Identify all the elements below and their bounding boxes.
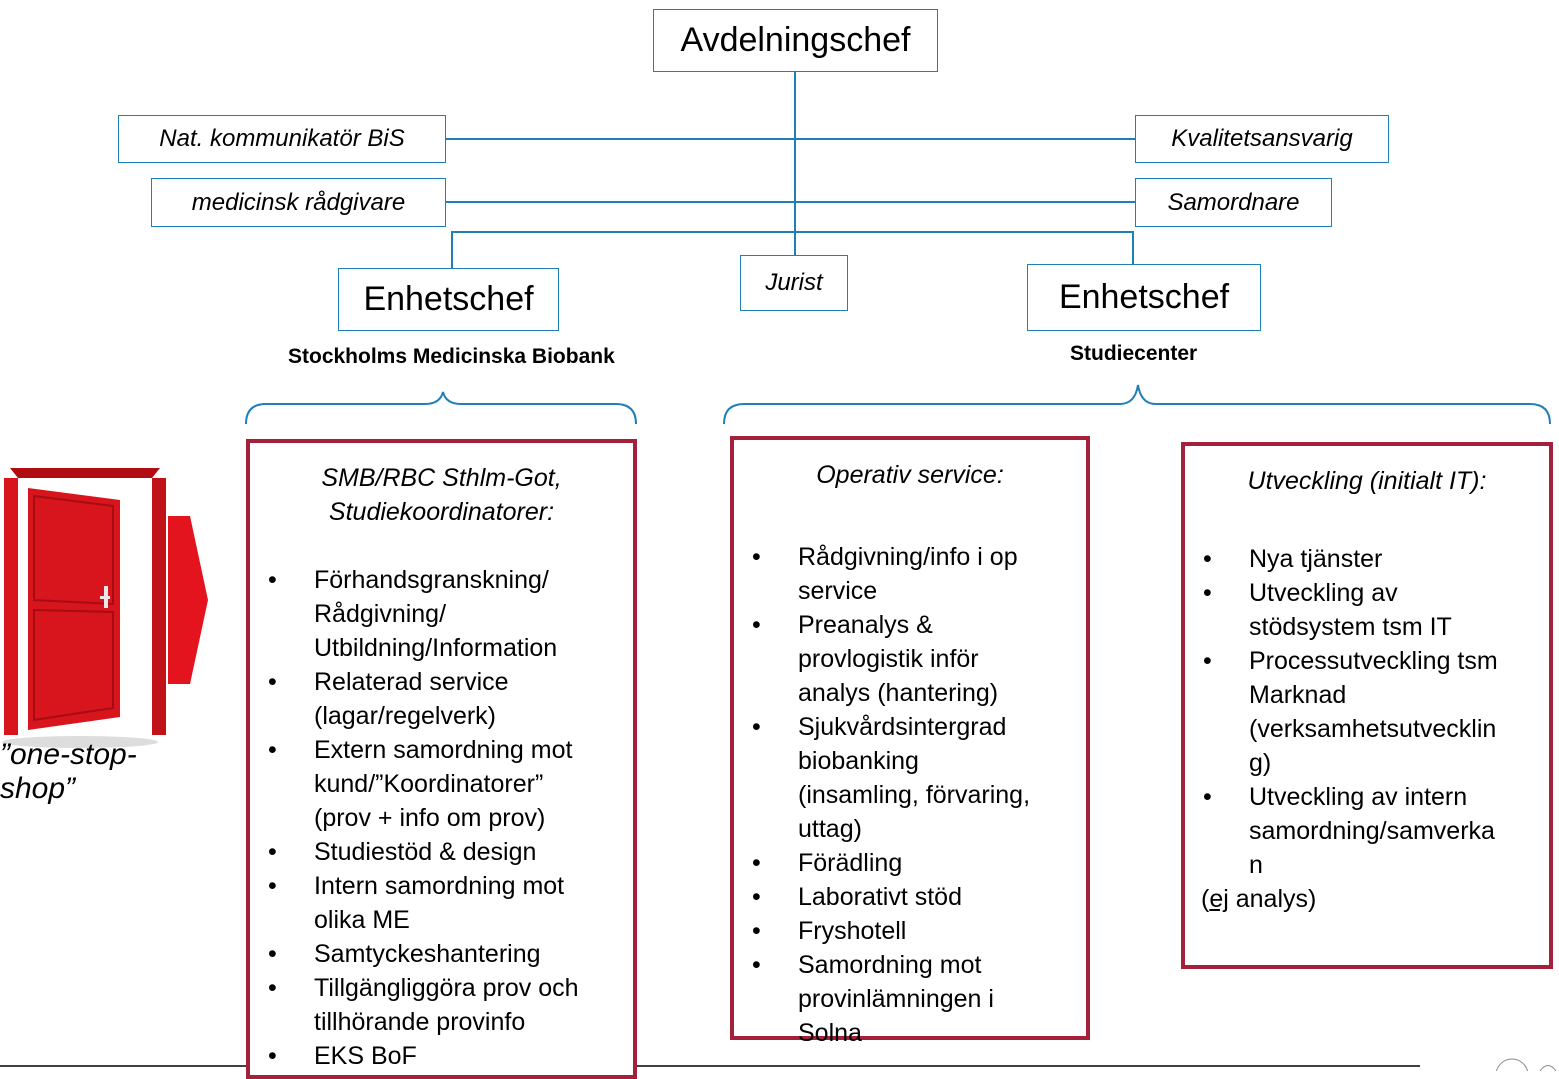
header-line: Utveckling (initialt IT): [1247,467,1487,495]
list-item: Relaterad service(lagar/regelverk) [250,665,633,733]
staff-box-communicator: Nat. kommunikatör BiS [118,115,446,163]
right-arrow-icon [168,516,208,684]
staff-label: Kvalitetsansvarig [1171,125,1353,152]
header-line: Operativ service: [816,461,1004,489]
crown-logo-icon [1495,1058,1557,1071]
unit-manager-box-studycenter: Enhetschef [1027,264,1261,331]
function-box-utveckling: Utveckling (initialt IT): Nya tjänster U… [1181,442,1553,969]
function-box-header: Utveckling (initialt IT): [1185,464,1549,498]
unit-manager-title: Enhetschef [363,280,534,318]
list-item: Nya tjänster [1185,542,1549,576]
function-box-note: (ej analys) [1201,885,1317,913]
list-item: Fryshotell [734,914,1086,948]
top-manager-box: Avdelningschef [653,9,938,72]
unit-manager-box-biobank: Enhetschef [338,268,559,331]
staff-label: Nat. kommunikatör BiS [159,125,405,152]
list-item: Processutveckling tsmMarknad(verksamhets… [1185,644,1549,780]
caption-line: ”one-stop- [0,738,137,771]
bracket-left [245,391,637,425]
caption-line: shop” [0,772,76,805]
staff-label: medicinsk rådgivare [191,188,406,216]
function-list: Förhandsgranskning/Rådgivning/Utbildning… [250,563,633,1073]
function-box-header: Operativ service: [734,458,1086,492]
bracket-right [723,384,1551,425]
staff-label: Jurist [765,269,823,296]
header-line: Studiekoordinatorer: [328,498,555,526]
staff-label: Samordnare [1167,188,1300,216]
top-manager-title: Avdelningschef [680,21,911,59]
list-item: Förädling [734,846,1086,880]
one-stop-shop-caption: ”one-stop- shop” [0,738,137,806]
unit-label-studycenter: Studiecenter [1070,342,1198,365]
function-box-header: SMB/RBC Sthlm-Got, Studiekoordinatorer: [250,461,633,529]
list-item: Studiestöd & design [250,835,633,869]
list-item: EKS BoF [250,1039,633,1073]
open-door-icon [2,468,166,748]
staff-box-coordinator: Samordnare [1135,178,1332,227]
unit-label-biobank: Stockholms Medicinska Biobank [288,345,615,368]
list-item: Sjukvårdsintergradbiobanking(insamling, … [734,710,1086,846]
function-box-operativ: Operativ service: Rådgivning/info i opse… [730,436,1090,1047]
unit-manager-title: Enhetschef [1058,278,1230,316]
connector-units [451,231,1134,268]
list-item: Samtyckeshantering [250,937,633,971]
list-item: Extern samordning motkund/”Koordinatorer… [250,733,633,835]
header-line: SMB/RBC Sthlm-Got, [321,464,562,492]
staff-box-medical-advisor: medicinsk rådgivare [151,178,446,227]
function-box-smb: SMB/RBC Sthlm-Got, Studiekoordinatorer: … [246,439,637,1079]
staff-box-quality: Kvalitetsansvarig [1135,115,1389,163]
list-item: Förhandsgranskning/Rådgivning/Utbildning… [250,563,633,665]
staff-box-lawyer: Jurist [740,255,848,311]
list-item: Laborativt stöd [734,880,1086,914]
